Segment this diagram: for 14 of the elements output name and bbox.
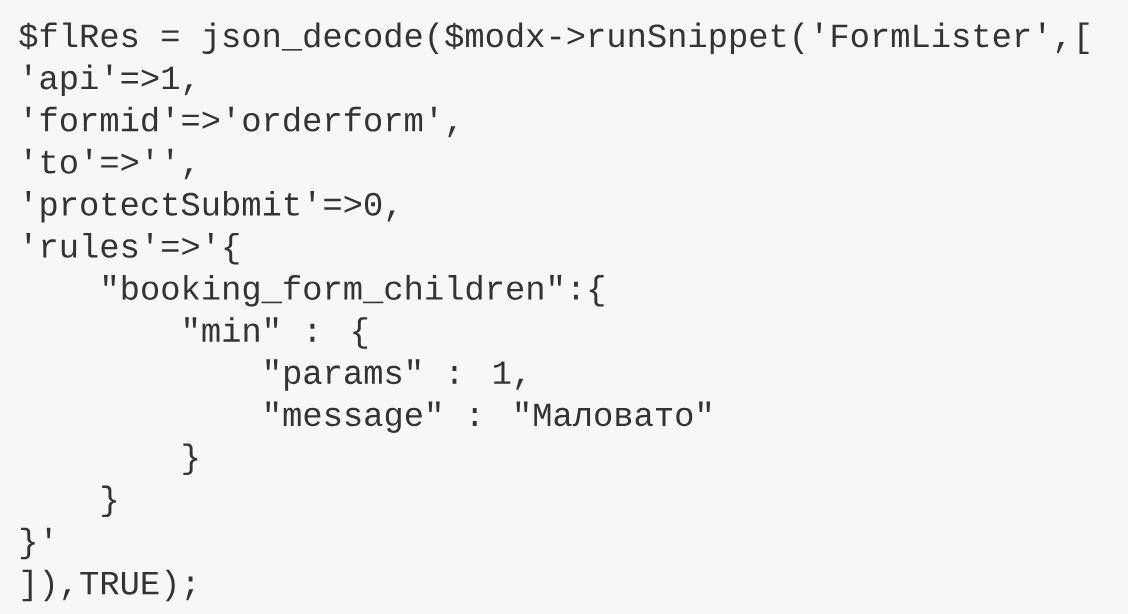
code-line: 'api'=>1, bbox=[26, 64, 192, 97]
code-line: "booking_form_children":{ bbox=[103, 275, 604, 307]
code-line: 'formid'=>'orderform', bbox=[26, 106, 456, 138]
code-line: 'protectSubmit'=>0, bbox=[26, 190, 395, 223]
code-line: ]),TRUE); bbox=[22, 569, 194, 602]
code-line: 'to'=>'', bbox=[26, 148, 192, 180]
code-line: }' bbox=[20, 527, 51, 560]
code-line: 'rules'=>'{ bbox=[26, 233, 239, 265]
code-line: "min" : { bbox=[185, 317, 368, 349]
code-line: $flRes = json_decode($modx->runSnippet('FormLister',[ bbox=[19, 22, 1089, 54]
code-line: "params" : 1, bbox=[266, 359, 524, 391]
code-line: "message" : "Маловато" bbox=[266, 401, 711, 433]
code-line: } bbox=[183, 443, 198, 475]
code-line: } bbox=[102, 485, 116, 518]
